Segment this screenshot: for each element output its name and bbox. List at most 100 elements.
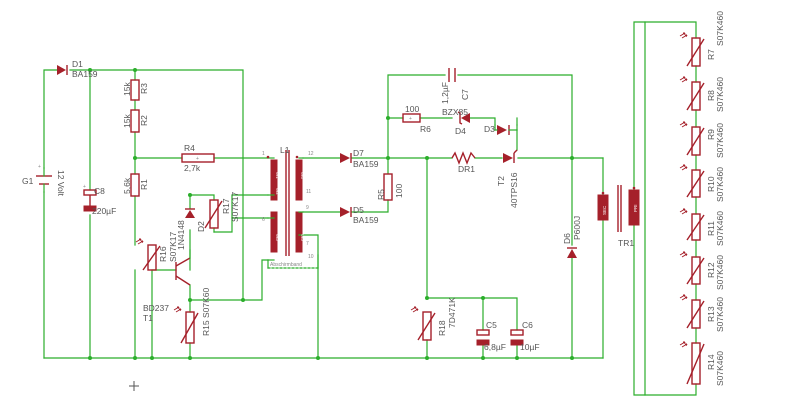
capacitor-c6: [510, 329, 524, 346]
winding-mark-d: W4: [300, 172, 305, 179]
resistor-r3: [130, 79, 140, 101]
capacitor-c7: [448, 68, 456, 82]
r15-value: S07K60: [201, 287, 211, 318]
d7-ref: D7: [353, 148, 364, 158]
r5-value: 100: [394, 184, 404, 198]
pin-12: 12: [308, 151, 314, 157]
tr1-sec-label: SEC: [602, 205, 607, 215]
varistor-r10: [679, 164, 705, 198]
g1-value: 12 Volt: [56, 170, 66, 197]
transformer-l1: [266, 150, 319, 269]
r2-ref: R2: [139, 115, 149, 126]
thyristor-t2: [503, 149, 518, 163]
varistor-r13: [679, 294, 705, 329]
r4-ref: R4: [184, 143, 195, 153]
pin-10: 10: [308, 254, 314, 260]
g1-ref: G1: [22, 176, 34, 186]
tr1-pri-label: PRI: [633, 204, 638, 212]
r9-value: S07K460: [715, 123, 725, 158]
diode-d6: [567, 247, 577, 258]
r1-value: 5,6k: [122, 177, 132, 194]
c6-ref: C6: [522, 320, 533, 330]
r17-ref: R17: [221, 198, 231, 214]
dr1-ref: DR1: [458, 164, 475, 174]
d2-value: 1N4148: [176, 220, 186, 250]
r12-value: S07K460: [715, 255, 725, 290]
r7-value: S07K460: [715, 11, 725, 46]
r5-ref: R5: [376, 189, 386, 200]
d7-value: BA159: [353, 159, 379, 169]
diode-d7: [340, 153, 352, 163]
resistor-r2: [130, 109, 140, 133]
diode-d5: [340, 207, 352, 217]
origin-cross: [129, 381, 139, 391]
varistor-r7: [679, 32, 705, 67]
d2-ref: D2: [196, 221, 206, 232]
r6-ref: R6: [420, 124, 431, 134]
c5-value: 6,8µF: [484, 342, 506, 352]
r10-value: S07K460: [715, 167, 725, 202]
l1-ref: L1: [280, 145, 290, 155]
r8-ref: R8: [706, 90, 716, 101]
wires: [43, 21, 697, 396]
r4-value: 2,7k: [184, 163, 201, 173]
diode-d3: [494, 124, 518, 151]
pin-11: 11: [306, 189, 311, 195]
zener-diode-d4: [457, 111, 470, 125]
r18-ref: R18: [437, 320, 447, 336]
t2-value: 40TPS16: [509, 172, 519, 208]
r9-ref: R9: [706, 129, 716, 140]
g1-plus-mark: +: [38, 164, 41, 170]
r1-ref: R1: [139, 179, 149, 190]
r6-value: 100: [405, 104, 419, 114]
c8-plus-mark: +: [83, 184, 86, 190]
r7-ref: R7: [706, 49, 716, 60]
r2-value: 15k: [122, 114, 132, 128]
varistor-r17: [204, 199, 223, 229]
r10-ref: R10: [706, 176, 716, 192]
varistor-r9: [679, 121, 705, 156]
pin-7: 7: [306, 241, 309, 247]
capacitor-c5: [476, 329, 490, 346]
d3-ref: D3: [484, 124, 495, 134]
winding-mark-e: W5: [300, 234, 305, 241]
resistor-r4: [181, 153, 215, 163]
varistor-chain: [679, 32, 705, 385]
r6-plus-mark: +: [409, 116, 412, 122]
winding-mark-c: W3: [275, 234, 280, 241]
r16-value: S07K17: [168, 231, 178, 262]
t1-ref: T1: [143, 313, 153, 323]
diode-d1: [57, 65, 68, 75]
r14-ref: R14: [706, 354, 716, 370]
r13-ref: R13: [706, 306, 716, 322]
t2-ref: T2: [496, 176, 506, 186]
d1-ref: D1: [72, 59, 83, 69]
r3-ref: R3: [139, 83, 149, 94]
r16-ref: R16: [158, 246, 168, 262]
r11-value: S07K460: [715, 211, 725, 246]
d5-value: BA159: [353, 215, 379, 225]
pin-9: 9: [306, 205, 309, 211]
c6-value: 10µF: [520, 342, 540, 352]
varistor-r8: [679, 76, 705, 111]
pin-1: 1: [262, 151, 265, 157]
pin-6: 6: [262, 217, 265, 223]
c8-ref: C8: [94, 186, 105, 196]
d4-ref: D4: [455, 126, 466, 136]
r15-ref: R15: [201, 320, 211, 336]
battery-g1: [36, 167, 52, 193]
varistor-r18: [410, 306, 436, 341]
winding-mark-b: W2: [275, 188, 280, 195]
r18-value: 7D471K: [447, 297, 457, 328]
resistor-r1: [130, 173, 140, 197]
c8-value: 220µF: [92, 206, 116, 216]
varistor-r11: [679, 208, 705, 241]
varistor-r12: [679, 251, 705, 285]
varistor-r15: [173, 306, 199, 344]
r4-plus-mark: +: [196, 156, 199, 162]
resistor-r5: [383, 173, 393, 201]
varistor-r16: [135, 238, 161, 271]
r8-value: S07K460: [715, 77, 725, 112]
c7-value: 1,2µF: [440, 82, 450, 104]
